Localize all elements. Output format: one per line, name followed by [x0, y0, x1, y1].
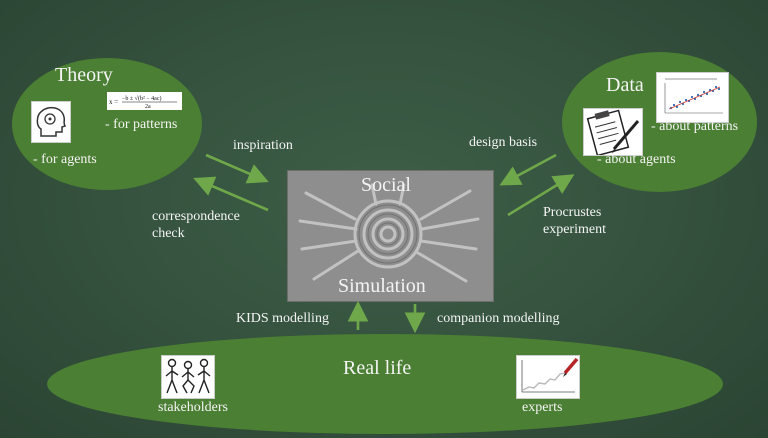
real-life-title: Real life: [343, 357, 412, 379]
formula-box: x = −b ± √(b² − 4ac) 2a: [107, 92, 182, 110]
scatter-chart-icon: [656, 72, 729, 123]
correspondence-arrow: [193, 176, 269, 212]
kids-modelling-label: KIDS modelling: [236, 311, 329, 326]
pen-chart-icon: [516, 355, 580, 399]
simulation-title-line1: Social: [361, 174, 411, 196]
procrustes-label-line2: experiment: [543, 222, 606, 237]
correspondence-label-line1: correspondence: [152, 209, 240, 224]
social-simulation-box: [287, 170, 494, 302]
simulation-title-line2: Simulation: [338, 275, 426, 297]
inspiration-arrow: [205, 153, 269, 184]
inspiration-label: inspiration: [233, 138, 293, 153]
design-basis-arrow: [499, 153, 557, 186]
real-life-ellipse: [47, 334, 723, 434]
correspondence-label-line2: check: [152, 226, 185, 241]
theory-patterns-label: - for patterns: [105, 117, 178, 132]
theory-title: Theory: [55, 64, 113, 86]
clipboard-icon: [583, 108, 643, 157]
people-icon: [161, 355, 215, 399]
data-title: Data: [606, 74, 644, 96]
procrustes-label-line1: Procrustes: [543, 205, 602, 220]
design-basis-label: design basis: [469, 135, 538, 150]
head-gear-icon: [31, 101, 71, 143]
experts-label: experts: [522, 400, 563, 415]
data-agents-label: - about agents: [597, 152, 676, 167]
theory-agents-label: - for agents: [33, 152, 97, 167]
svg-text:2a: 2a: [145, 104, 151, 110]
companion-modelling-label: companion modelling: [437, 311, 560, 326]
stakeholders-label: stakeholders: [158, 400, 228, 415]
svg-text:−b ± √(b² − 4ac): −b ± √(b² − 4ac): [122, 95, 161, 102]
procrustes-arrow: [507, 174, 575, 217]
data-patterns-label: - about patterns: [651, 119, 739, 134]
svg-text:x =: x =: [109, 98, 118, 106]
